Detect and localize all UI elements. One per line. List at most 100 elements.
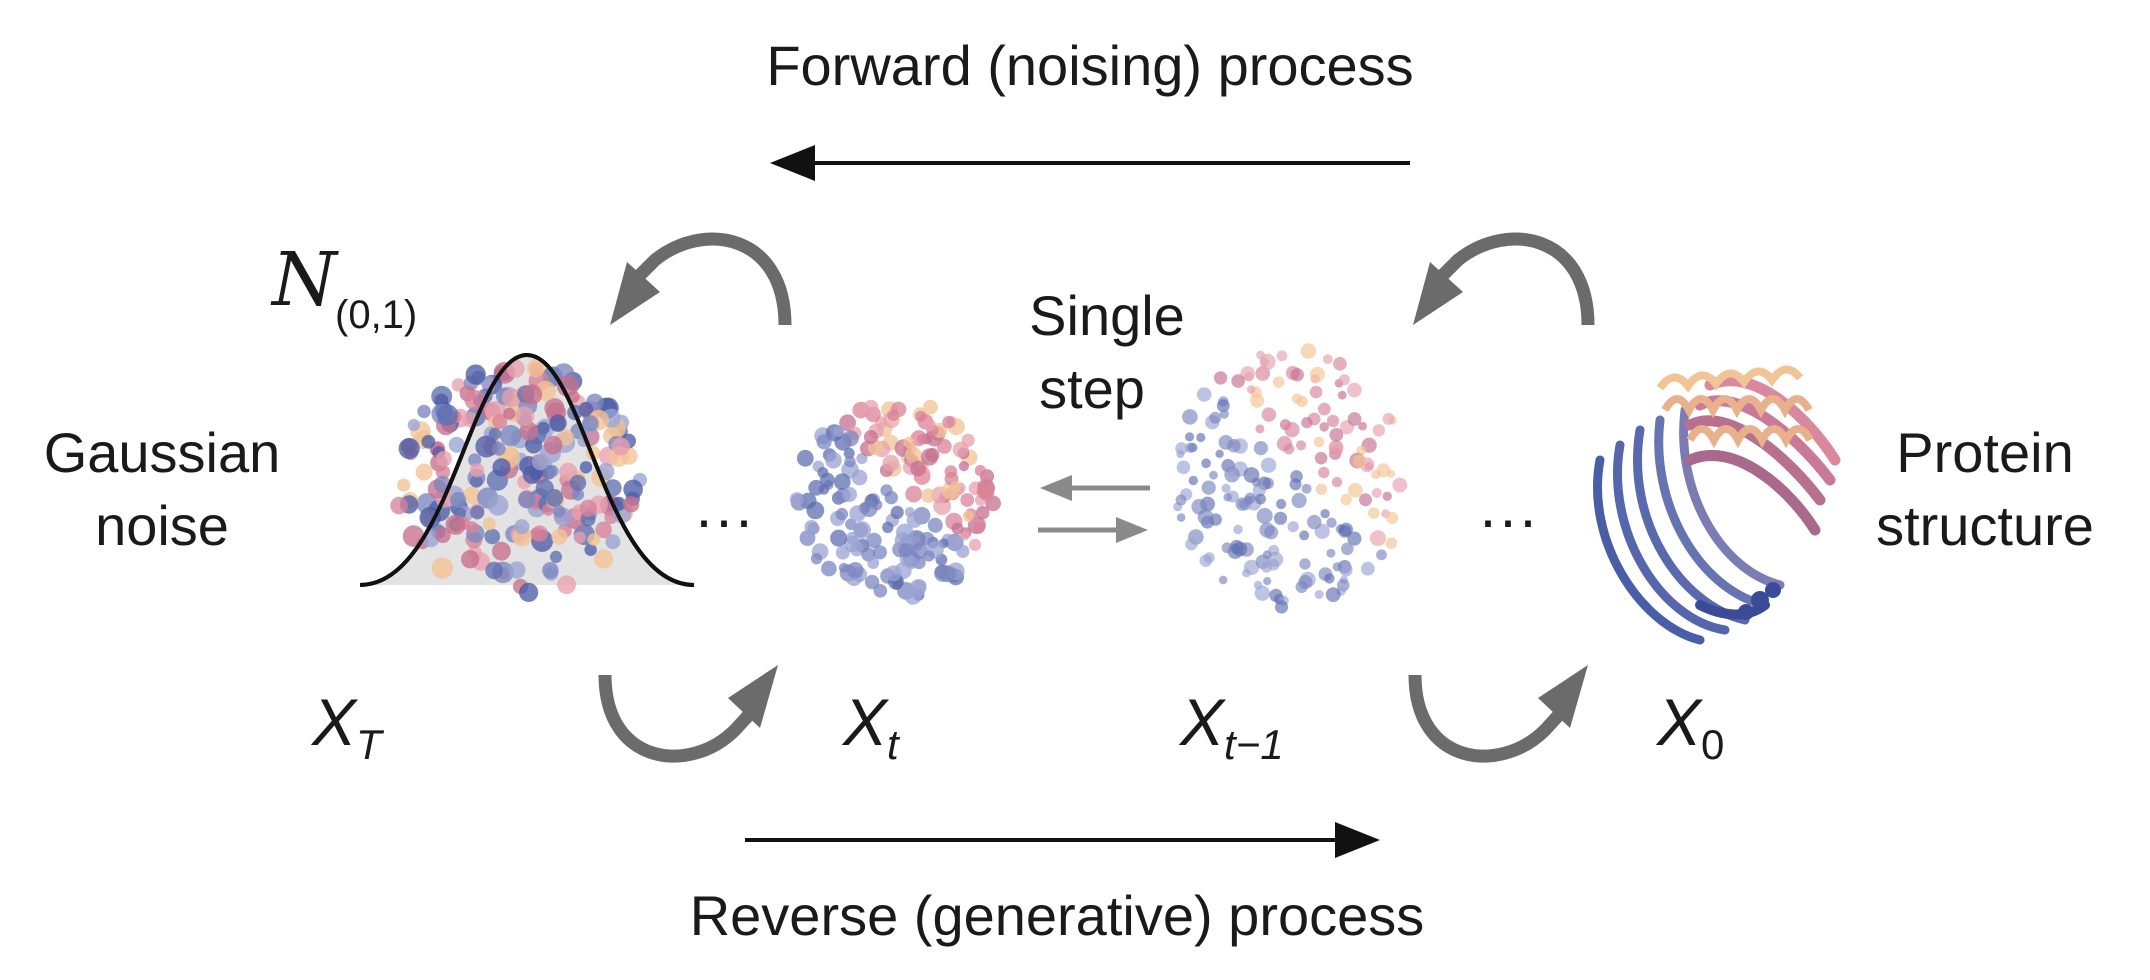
particle (431, 557, 453, 579)
curved-arrow-top-left (610, 232, 792, 326)
particle (1215, 449, 1224, 458)
particle (1185, 432, 1195, 442)
particle (1301, 416, 1313, 429)
particle (844, 535, 861, 553)
particle (1188, 475, 1199, 486)
particle (500, 424, 522, 447)
reverse-process-label: Reverse (generative) process (690, 884, 1425, 947)
particle (1307, 514, 1322, 530)
particle (1244, 371, 1254, 382)
particle (1273, 511, 1288, 525)
particle (470, 505, 485, 520)
particle (959, 530, 970, 541)
particle (799, 530, 816, 546)
particle (936, 439, 952, 454)
particle (587, 533, 601, 546)
particle (1369, 530, 1386, 547)
particle (904, 507, 915, 517)
particle (605, 534, 621, 550)
particle (1385, 537, 1398, 549)
particle (950, 481, 961, 493)
particle (927, 517, 943, 533)
particle (1221, 483, 1231, 493)
particle (920, 448, 939, 466)
particle (1331, 476, 1343, 488)
particle (904, 587, 922, 605)
particle (1199, 554, 1213, 567)
particle (1320, 509, 1330, 519)
particle (867, 557, 880, 569)
particle (1339, 563, 1353, 577)
particle (1264, 525, 1279, 540)
particle (910, 460, 926, 477)
particle (1300, 343, 1317, 359)
particle (939, 565, 956, 583)
particle (1291, 393, 1303, 404)
ellipsis-right: ··· (1478, 486, 1538, 553)
particle (1347, 482, 1363, 498)
particle (545, 489, 564, 507)
particle (571, 488, 585, 501)
particle (1255, 493, 1266, 505)
particle (551, 528, 568, 545)
particle (810, 553, 823, 565)
particle (559, 462, 578, 481)
particle (1233, 524, 1243, 535)
particle (1197, 509, 1214, 525)
particle (1333, 357, 1347, 371)
particle (1254, 585, 1271, 601)
particle (1382, 491, 1392, 501)
particle (469, 463, 485, 478)
particle (923, 550, 935, 562)
gaussian-noise-label-line2: noise (95, 494, 229, 557)
particle (492, 414, 508, 430)
particle (904, 554, 919, 569)
particle (1232, 541, 1248, 557)
particle (842, 430, 859, 447)
particle (470, 475, 483, 488)
particle (1274, 600, 1289, 614)
particle (843, 447, 855, 459)
particle (1244, 559, 1260, 576)
state-label-xt: Xt (841, 685, 901, 768)
particle (873, 584, 888, 598)
particle (1227, 467, 1238, 478)
particle (976, 484, 992, 500)
particle (1317, 402, 1331, 416)
particle (445, 514, 466, 535)
particle (796, 449, 814, 467)
particle (1290, 368, 1305, 382)
particle (1372, 424, 1386, 437)
particle (1283, 443, 1295, 455)
particle (789, 492, 804, 507)
state-label-x0: X0 (1655, 685, 1724, 768)
gaussian-curve-outline (359, 352, 695, 587)
particle (485, 561, 503, 580)
particle (1332, 562, 1342, 572)
normal-distribution-symbol: N (0,1) (270, 237, 417, 337)
particle (960, 493, 975, 507)
particle (435, 464, 451, 480)
particle (1371, 469, 1381, 480)
particle (825, 452, 842, 469)
particle (593, 549, 614, 569)
particle (887, 409, 900, 422)
protein-structure-label-line2: structure (1876, 494, 2094, 557)
particle (1267, 551, 1284, 568)
particle (542, 562, 559, 579)
particle (1386, 469, 1395, 478)
particle (398, 437, 420, 460)
particle (1176, 460, 1191, 475)
particle (1319, 422, 1329, 432)
particle (390, 496, 408, 515)
particle (1299, 558, 1311, 570)
particle (863, 399, 879, 415)
particle (623, 479, 643, 500)
particle (956, 544, 970, 558)
particle (519, 582, 539, 603)
particle (1276, 498, 1287, 510)
particle (835, 507, 849, 521)
protein-structure-image (1593, 365, 1841, 645)
particle (544, 398, 565, 419)
